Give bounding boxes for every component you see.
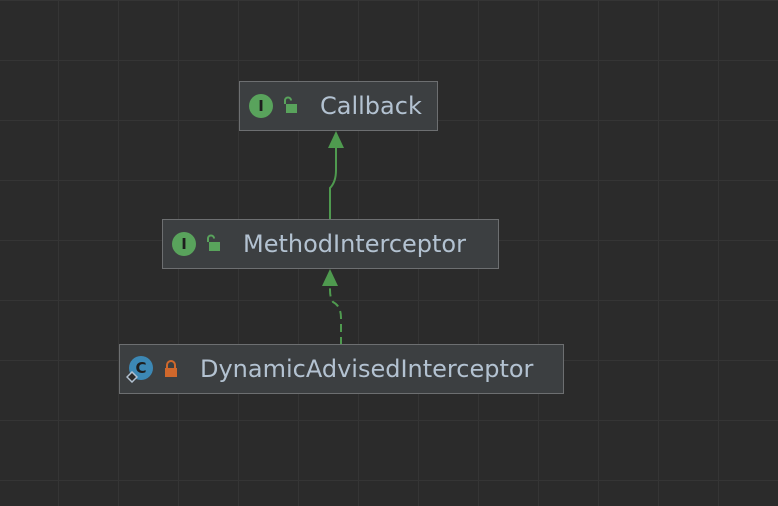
implementation-line xyxy=(329,284,342,345)
inheritance-line xyxy=(329,146,337,219)
inner-class-icon xyxy=(126,371,138,383)
arrowhead xyxy=(322,269,338,286)
interface-icon: I xyxy=(249,94,273,118)
lock-icon xyxy=(165,360,177,377)
unlocked-icon xyxy=(284,96,297,113)
node-label: DynamicAdvisedInterceptor xyxy=(200,355,534,383)
node-dynamicadvisedinterceptor[interactable]: C DynamicAdvisedInterceptor xyxy=(119,344,564,394)
node-label: Callback xyxy=(320,92,422,120)
unlocked-icon xyxy=(207,234,220,251)
node-callback[interactable]: I Callback xyxy=(239,81,438,131)
node-label: MethodInterceptor xyxy=(243,230,466,258)
interface-icon: I xyxy=(172,232,196,256)
arrowhead xyxy=(328,131,344,148)
node-methodinterceptor[interactable]: I MethodInterceptor xyxy=(162,219,499,269)
